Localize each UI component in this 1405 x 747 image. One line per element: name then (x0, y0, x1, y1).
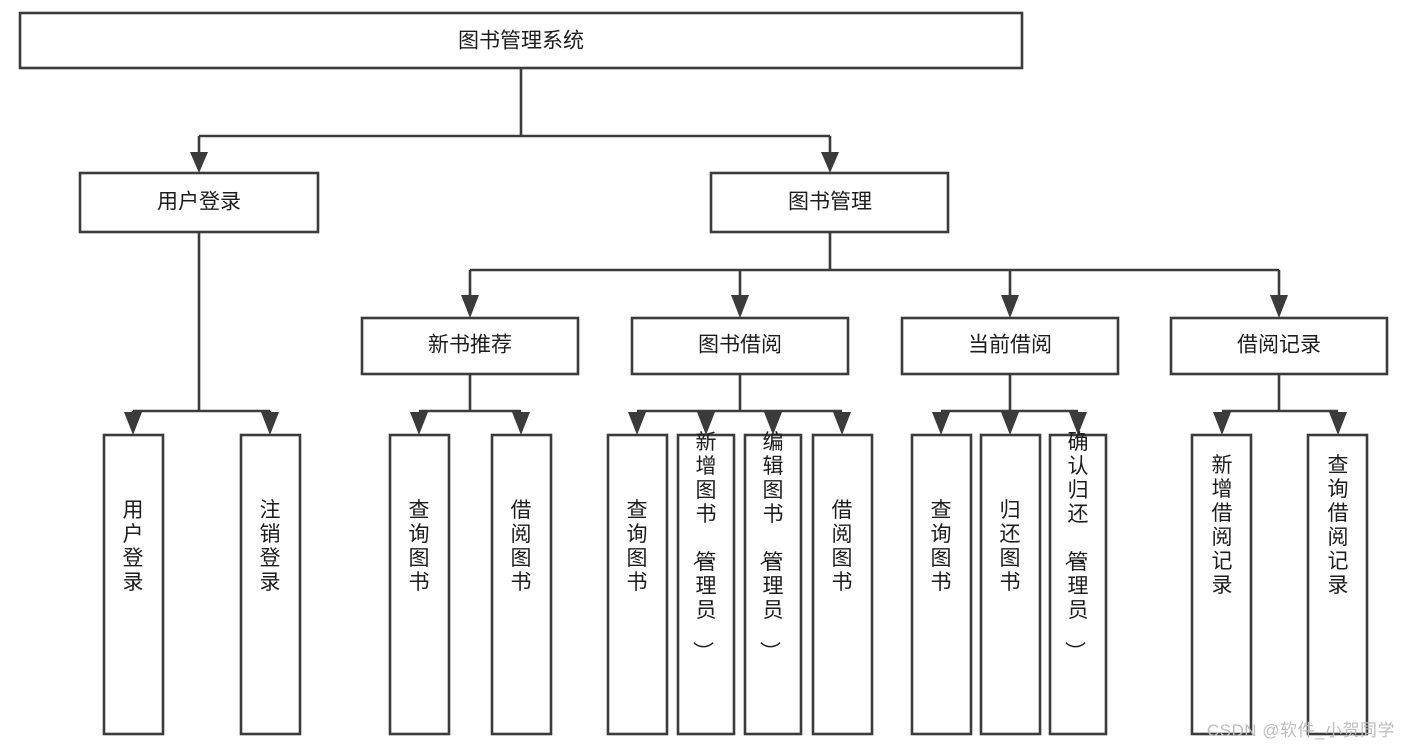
leaf-confirm-return-box[interactable] (1048, 433, 1108, 736)
connectors-book-manage-to-level3 (461, 232, 1288, 318)
node-user-login-box[interactable] (78, 171, 320, 234)
leaf-add-book[interactable]: 新增图书（管理员） (676, 431, 736, 736)
arrowhead-new-book-recommend (461, 295, 479, 318)
leaf-user-login-box[interactable] (102, 433, 165, 736)
leaf-return-book-box[interactable] (979, 433, 1042, 736)
leaf-add-record[interactable]: 新增借阅记录 (1190, 433, 1253, 736)
leaf-query-record-box[interactable] (1306, 433, 1369, 736)
node-new-book-recommend[interactable]: 新书推荐 (360, 316, 580, 376)
leaf-return-book[interactable]: 归还图书 (979, 433, 1042, 736)
csdn-watermark: CSDN @软件_小贺同学 (1206, 721, 1395, 740)
leaf-borrow-book-2-box[interactable] (811, 433, 874, 736)
leaf-confirm-return-label: 确认归还（管理员） (1063, 431, 1089, 662)
leaf-borrow-book-1[interactable]: 借阅图书 (490, 433, 553, 736)
node-user-login-label: 用户登录 (157, 191, 241, 214)
arrowhead-leaf-edit-book (764, 412, 782, 435)
connectors-current-borrow-to-leaves (932, 374, 1087, 435)
arrowhead-leaf-query-record (1329, 412, 1347, 435)
arrowhead-leaf-add-record (1213, 412, 1231, 435)
node-book-borrow-label: 图书借阅 (698, 334, 782, 357)
leaf-borrow-book-2[interactable]: 借阅图书 (811, 433, 874, 736)
leaf-logout-login[interactable]: 注销登录 (239, 433, 302, 736)
leaf-query-book-3[interactable]: 查询图书 (910, 433, 973, 736)
node-book-borrow-box[interactable] (630, 316, 850, 376)
leaf-add-book-label: 新增图书（管理员） (691, 431, 717, 662)
node-root[interactable]: 图书管理系统 (18, 11, 1024, 70)
leaf-query-book-2[interactable]: 查询图书 (606, 433, 669, 736)
node-borrow-record[interactable]: 借阅记录 (1169, 316, 1389, 376)
arrowhead-book-borrow (731, 295, 749, 318)
arrowhead-user-login (190, 152, 208, 173)
connectors-new-book-to-leaves (410, 374, 530, 435)
leaf-query-record[interactable]: 查询借阅记录 (1306, 433, 1369, 736)
arrowhead-borrow-record (1270, 295, 1288, 318)
leaf-logout-login-label: 注销登录 (260, 499, 281, 594)
node-book-borrow[interactable]: 图书借阅 (630, 316, 850, 376)
leaf-user-login-label: 用户登录 (123, 499, 144, 594)
connectors-user-login-to-leaves (124, 232, 279, 435)
leaf-user-login[interactable]: 用户登录 (102, 433, 165, 736)
leaf-query-book-2-box[interactable] (606, 433, 669, 736)
leaf-query-book-3-box[interactable] (910, 433, 973, 736)
leaf-query-book-1[interactable]: 查询图书 (388, 433, 451, 736)
node-current-borrow-label: 当前借阅 (968, 334, 1052, 357)
node-borrow-record-label: 借阅记录 (1237, 334, 1321, 357)
node-new-book-recommend-box[interactable] (360, 316, 580, 376)
node-book-manage-label: 图书管理 (788, 191, 872, 214)
leaf-logout-login-box[interactable] (239, 433, 302, 736)
leaf-query-book-3-label: 查询图书 (931, 499, 952, 594)
node-new-book-recommend-label: 新书推荐 (428, 334, 512, 357)
node-root-box[interactable] (18, 11, 1024, 70)
arrowhead-leaf-add-book (697, 412, 715, 435)
arrowhead-leaf-borrow-book-2 (833, 412, 851, 435)
arrowhead-leaf-query-book-1 (410, 412, 428, 435)
arrowhead-book-manage (821, 152, 839, 173)
arrowhead-leaf-query-book-2 (628, 412, 646, 435)
leaf-edit-book[interactable]: 编辑图书（管理员） (743, 431, 803, 736)
leaf-query-record-label: 查询借阅记录 (1328, 454, 1349, 597)
leaf-add-record-box[interactable] (1190, 433, 1253, 736)
leaf-edit-book-box[interactable] (743, 433, 803, 736)
leaf-query-book-1-label: 查询图书 (409, 499, 430, 594)
node-book-manage-box[interactable] (709, 171, 950, 234)
arrowhead-leaf-return-book (1001, 412, 1019, 435)
node-root-label: 图书管理系统 (458, 30, 584, 53)
node-user-login[interactable]: 用户登录 (78, 171, 320, 234)
arrowhead-leaf-confirm-return (1069, 412, 1087, 435)
leaf-confirm-return[interactable]: 确认归还（管理员） (1048, 431, 1108, 736)
leaf-borrow-book-1-box[interactable] (490, 433, 553, 736)
leaf-query-book-1-box[interactable] (388, 433, 451, 736)
arrowhead-leaf-user-login (124, 412, 142, 435)
node-borrow-record-box[interactable] (1169, 316, 1389, 376)
connectors-book-borrow-to-leaves (628, 374, 851, 435)
node-book-manage[interactable]: 图书管理 (709, 171, 950, 234)
arrowhead-current-borrow (1001, 295, 1019, 318)
arrowhead-leaf-query-book-3 (932, 412, 950, 435)
node-current-borrow[interactable]: 当前借阅 (900, 316, 1120, 376)
leaf-add-record-label: 新增借阅记录 (1212, 454, 1233, 597)
connectors-borrow-record-to-leaves (1213, 374, 1347, 435)
leaf-query-book-2-label: 查询图书 (627, 499, 648, 594)
leaf-edit-book-label: 编辑图书（管理员） (758, 431, 784, 662)
arrowhead-leaf-borrow-book-1 (512, 412, 530, 435)
leaf-borrow-book-2-label: 借阅图书 (832, 499, 853, 594)
leaf-add-book-box[interactable] (676, 433, 736, 736)
connectors-root-to-level2 (190, 68, 839, 173)
leaf-borrow-book-1-label: 借阅图书 (511, 499, 532, 594)
leaf-return-book-label: 归还图书 (1000, 499, 1021, 594)
arrowhead-leaf-logout-login (261, 412, 279, 435)
node-current-borrow-box[interactable] (900, 316, 1120, 376)
